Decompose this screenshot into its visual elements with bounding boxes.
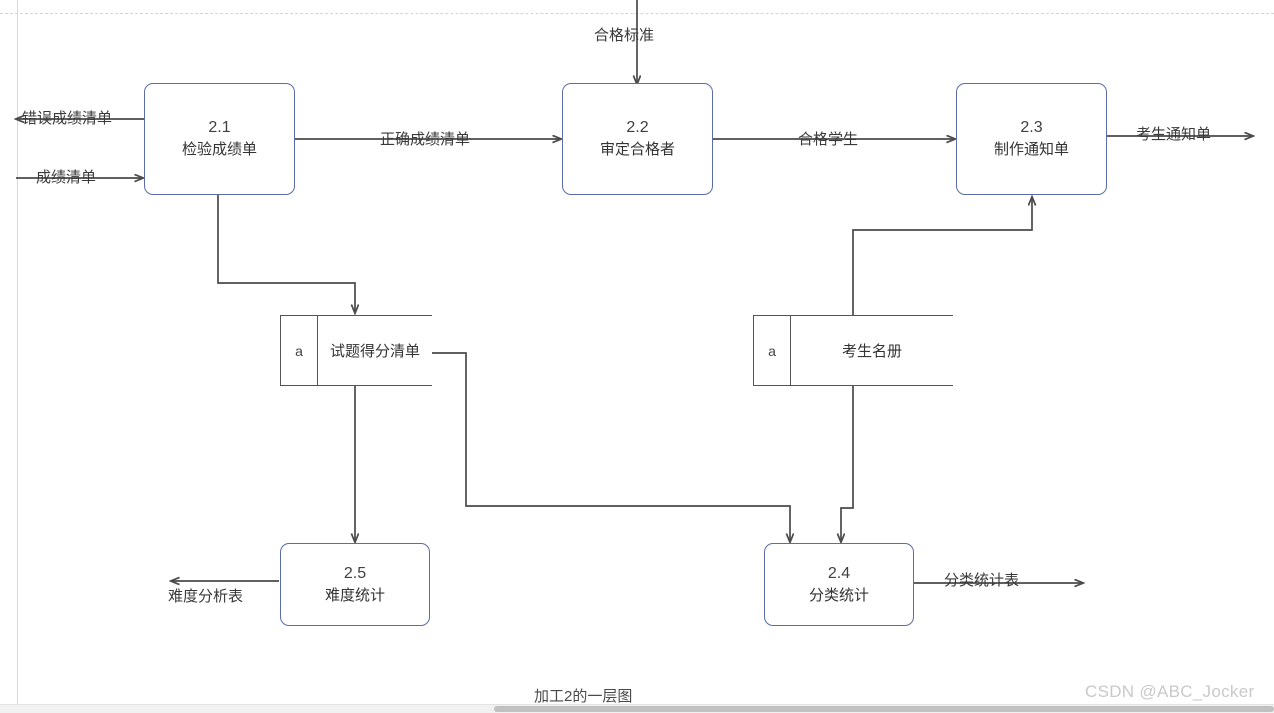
flow-label-correct-score-list: 正确成绩清单 [380,131,471,148]
data-store-candidate-roster[interactable]: a 考生名册 [753,315,953,386]
data-store-item-score-list[interactable]: a 试题得分清单 [280,315,432,386]
process-2-5[interactable]: 2.5 难度统计 [280,543,430,626]
wire-store-roster-to-23 [852,197,1032,316]
process-2-2[interactable]: 2.2 审定合格者 [562,83,713,195]
flow-label-score-list: 成绩清单 [36,169,97,186]
flow-label-difficulty-report: 难度分析表 [168,588,244,605]
flow-label-passed-students: 合格学生 [798,131,859,148]
wire-to-store-item-score [217,195,355,313]
process-2-3-name: 制作通知单 [993,141,1069,158]
process-2-4-name: 分类统计 [808,586,869,604]
data-store-candidate-roster-name: 考生名册 [841,343,902,360]
diagram-caption: 加工2的一层图 [534,688,633,705]
horizontal-scrollbar-thumb[interactable] [494,706,1274,712]
process-2-1-name: 检验成绩单 [181,141,257,158]
process-2-1-number: 2.1 [208,119,231,136]
process-2-4[interactable]: 2.4 分类统计 [764,543,914,626]
process-2-4-number: 2.4 [827,564,851,582]
data-store-item-score-list-tag: a [280,316,318,385]
wire-store-item-score-to-24 [425,352,790,542]
process-2-3-number: 2.3 [1020,119,1043,136]
process-2-5-name: 难度统计 [324,586,385,604]
wire-store-roster-to-24 [841,386,854,542]
flow-label-classified-stats-table: 分类统计表 [944,572,1020,589]
page-margin-guide-top [0,13,1274,14]
data-store-candidate-roster-tag: a [753,316,791,385]
process-2-5-number: 2.5 [343,564,367,582]
data-store-item-score-list-name: 试题得分清单 [329,343,420,360]
process-2-2-number: 2.2 [626,119,649,136]
flow-label-error-score-list: 错误成绩清单 [22,110,113,127]
flow-label-pass-standard: 合格标准 [594,27,655,44]
process-2-1[interactable]: 2.1 检验成绩单 [144,83,295,195]
page-margin-guide-left [17,0,18,706]
process-2-3[interactable]: 2.3 制作通知单 [956,83,1107,195]
flow-label-exam-notice: 考生通知单 [1136,126,1212,143]
csdn-watermark: CSDN @ABC_Jocker [1085,682,1255,701]
process-2-2-name: 审定合格者 [599,141,675,158]
